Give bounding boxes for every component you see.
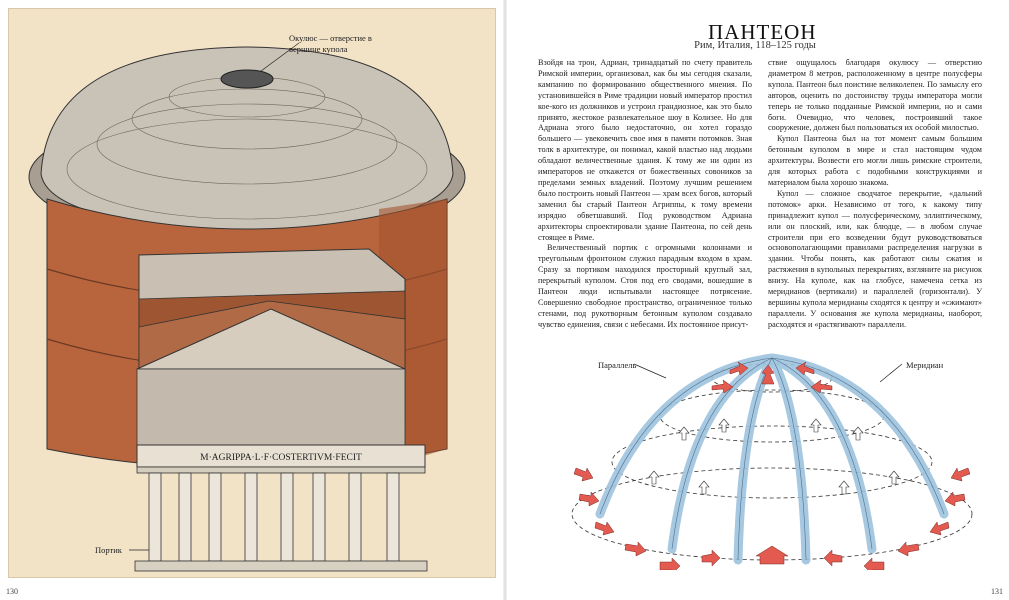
meridian-outline xyxy=(771,357,873,550)
meridian-outline xyxy=(771,357,807,561)
meridian-leader-line xyxy=(879,363,903,383)
arrow xyxy=(863,557,885,570)
arrow xyxy=(852,426,864,441)
meridian-outline xyxy=(771,357,945,515)
arrow xyxy=(950,467,971,482)
arrow xyxy=(761,364,775,385)
arrow xyxy=(729,361,749,376)
meridian-outline xyxy=(671,357,773,550)
meridian-label: Меридиан xyxy=(906,360,944,370)
arrow xyxy=(701,549,721,567)
meridian-bands xyxy=(595,353,949,565)
tension-arrows xyxy=(573,467,971,570)
arrow xyxy=(888,470,900,485)
article-subtitle: Рим, Италия, 118–125 годы xyxy=(694,40,816,51)
oculus-leader-line xyxy=(260,42,300,72)
portico-steps xyxy=(134,560,428,572)
page-number-right: 131 xyxy=(991,587,1003,596)
column xyxy=(244,472,258,562)
arrow xyxy=(755,545,789,565)
compression-arrows xyxy=(711,361,833,394)
column xyxy=(312,472,326,562)
paragraph: Купол — сложное сводчатое перекрытие, «д… xyxy=(768,188,982,329)
paragraph: Взойдя на трон, Адриан, тринадцатый по с… xyxy=(538,58,752,242)
page-number-left: 130 xyxy=(6,587,18,596)
column xyxy=(280,472,294,562)
parallel-leader-line xyxy=(633,363,667,379)
arrow xyxy=(624,541,647,557)
arrow xyxy=(823,549,843,567)
parallel-line xyxy=(611,425,933,499)
arrow xyxy=(573,467,594,482)
arrow xyxy=(711,379,734,394)
arrow xyxy=(659,557,681,570)
pantheon-illustration: M·AGRIPPA·L·F·COSTERTIVM·FECIT Окулюс — … xyxy=(8,8,496,578)
text-column-2: ствие ощущалось благодаря окулюсу — отве… xyxy=(768,58,982,331)
mid-arrows xyxy=(648,418,900,495)
arrow xyxy=(594,521,615,536)
column xyxy=(148,472,162,562)
paragraph: Величественный портик с огромными колонн… xyxy=(538,243,752,329)
column xyxy=(348,472,362,562)
arrow xyxy=(810,379,833,394)
text-column-1: Взойдя на трон, Адриан, тринадцатый по с… xyxy=(538,58,752,331)
portico-callout: Портик xyxy=(95,545,122,555)
arrow xyxy=(718,418,730,433)
arrow xyxy=(648,470,660,485)
dome-forces-diagram xyxy=(571,353,973,570)
entablature-wall xyxy=(136,368,406,454)
column xyxy=(178,472,192,562)
parallel-label: Параллель xyxy=(598,360,637,370)
arrow xyxy=(838,480,850,495)
parallel-line xyxy=(659,389,885,443)
oculus xyxy=(220,69,274,89)
meridian-outlines xyxy=(599,357,945,561)
pantheon-drawing: M·AGRIPPA·L·F·COSTERTIVM·FECIT xyxy=(28,42,466,572)
article-title: ПАНТЕОН xyxy=(708,20,817,44)
arrow xyxy=(897,541,920,557)
portico-architrave xyxy=(136,466,426,474)
column xyxy=(386,472,400,562)
book-spine xyxy=(503,0,507,600)
arrow xyxy=(795,361,815,376)
arrow xyxy=(578,491,600,507)
column xyxy=(208,472,222,562)
paragraph: Купол Пантеона был на тот момент самым б… xyxy=(768,134,982,187)
arrow xyxy=(944,491,966,507)
paragraph: ствие ощущалось благодаря окулюсу — отве… xyxy=(768,58,982,133)
arrow xyxy=(678,426,690,441)
dome-ring xyxy=(131,88,363,150)
portico-columns xyxy=(148,472,400,562)
meridian xyxy=(767,353,811,565)
portico-inscription: M·AGRIPPA·L·F·COSTERTIVM·FECIT xyxy=(200,453,362,463)
arrow xyxy=(698,480,710,495)
arrow xyxy=(810,418,822,433)
left-page: M·AGRIPPA·L·F·COSTERTIVM·FECIT Окулюс — … xyxy=(6,8,496,596)
meridian-outline xyxy=(599,357,773,515)
dome-ring xyxy=(66,118,428,220)
arrow xyxy=(929,521,950,536)
dome-ring xyxy=(96,103,398,185)
oculus-callout: Окулюс — отверстие в вершине купола xyxy=(289,33,372,54)
meridian xyxy=(733,353,777,565)
